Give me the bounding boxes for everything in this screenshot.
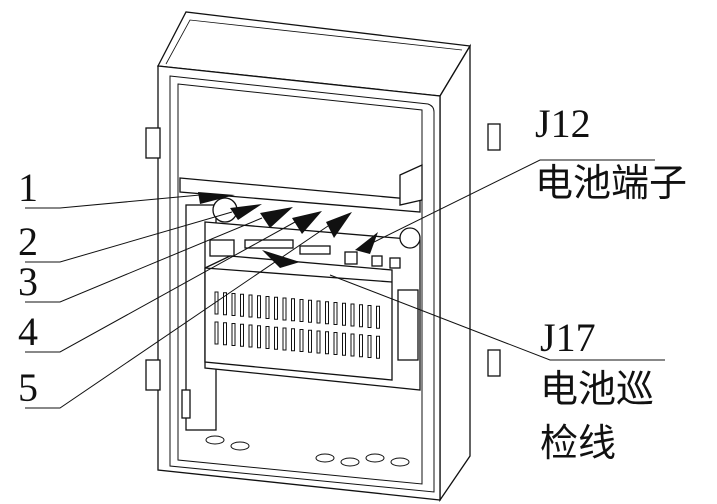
cable-gland — [340, 457, 360, 467]
vent-slot — [308, 299, 312, 323]
cable-gland — [315, 453, 335, 463]
vent-slot — [248, 294, 253, 318]
vent-slot — [342, 302, 346, 326]
cable-gland — [230, 441, 250, 451]
vent-slot — [223, 292, 227, 316]
callout-4: 4 — [18, 309, 38, 354]
vent-slot — [359, 334, 363, 358]
vent-slot — [257, 295, 261, 319]
vent-slot — [265, 326, 270, 349]
vent-slot — [333, 302, 338, 325]
vent-slot — [316, 330, 321, 354]
leader-lines — [25, 159, 665, 409]
cabinet-side — [439, 43, 471, 503]
vent-slot — [291, 328, 295, 352]
callout-j17-code: J17 — [540, 315, 596, 360]
vent-slot — [325, 331, 329, 355]
callout-j12-desc: 电池端子 — [535, 161, 688, 205]
vent-slot — [359, 304, 363, 328]
cable-gland — [365, 453, 385, 463]
vent-slot — [257, 325, 261, 349]
vent-slot — [282, 327, 287, 351]
vent-slot — [223, 322, 227, 346]
cable-gland — [205, 435, 225, 445]
vent-slot — [350, 333, 355, 357]
vent-slot — [240, 293, 244, 317]
vent-slot — [333, 332, 338, 355]
vent-slot — [342, 332, 346, 356]
vent-slot — [316, 300, 321, 324]
vent-slot — [376, 335, 380, 359]
vent-slot — [240, 323, 244, 347]
callout-1: 1 — [18, 165, 38, 210]
vent-slot — [376, 305, 380, 329]
vent-slot — [299, 299, 304, 322]
vent-slot — [291, 298, 295, 322]
vent-slot — [350, 303, 355, 327]
vent-slot — [274, 326, 278, 350]
vent-slot — [367, 335, 372, 358]
vent-slot — [325, 301, 329, 325]
vent-slot — [265, 296, 270, 319]
vent-slot — [214, 321, 219, 345]
vent-slot — [282, 297, 287, 321]
vent-slot — [367, 305, 372, 328]
vent-slot — [308, 329, 312, 353]
callout-j17-desc-line2: 检线 — [540, 421, 617, 465]
callout-5: 5 — [18, 365, 38, 410]
vent-slot — [231, 323, 236, 346]
arrowheads — [198, 192, 378, 268]
vent-slot — [248, 324, 253, 348]
vent-slot — [299, 329, 304, 352]
vent-slot — [274, 296, 278, 320]
vent-slot — [231, 293, 236, 316]
callout-2: 2 — [18, 219, 38, 264]
callout-3: 3 — [18, 259, 38, 304]
callout-j12-code: J12 — [535, 101, 591, 146]
callout-j17-desc-line1: 电池巡 — [540, 367, 655, 411]
cable-gland — [390, 457, 410, 467]
